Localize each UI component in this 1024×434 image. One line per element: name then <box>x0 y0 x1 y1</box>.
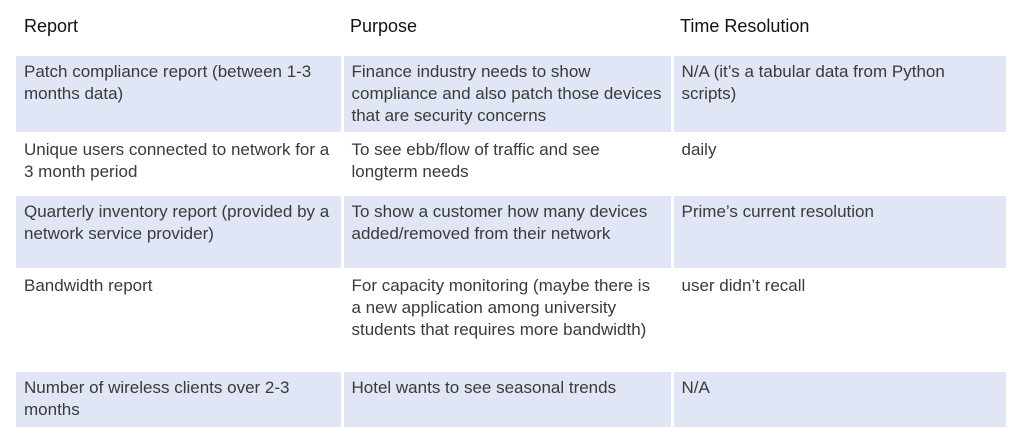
table-row: Quarterly inventory report (provided by … <box>16 194 1006 269</box>
cell-report: Quarterly inventory report (provided by … <box>16 194 342 269</box>
cell-report: Bandwidth report <box>16 268 342 371</box>
cell-report: Patch compliance report (between 1-3 mon… <box>16 54 342 133</box>
header-purpose: Purpose <box>350 16 418 36</box>
cell-resolution: N/A (it’s a tabular data from Python scr… <box>670 54 1006 133</box>
cell-report: Unique users connected to network for a … <box>16 132 342 195</box>
table-header-row: Report Purpose Time Resolution <box>16 10 1006 55</box>
cell-purpose: Finance industry needs to show complianc… <box>340 54 672 133</box>
cell-resolution: daily <box>670 132 1006 195</box>
cell-purpose: To show a customer how many devices adde… <box>340 194 672 269</box>
cell-resolution: N/A <box>670 370 1006 427</box>
cell-resolution: Prime’s current resolution <box>670 194 1006 269</box>
header-report: Report <box>24 16 79 36</box>
table-row: Patch compliance report (between 1-3 mon… <box>16 54 1006 133</box>
cell-report: Number of wireless clients over 2-3 mont… <box>16 370 342 427</box>
cell-purpose: To see ebb/flow of traffic and see longt… <box>340 132 672 195</box>
header-time-resolution: Time Resolution <box>680 16 810 36</box>
table-row: Number of wireless clients over 2-3 mont… <box>16 370 1006 427</box>
cell-purpose: For capacity monitoring (maybe there is … <box>340 268 672 371</box>
table-row: Unique users connected to network for a … <box>16 132 1006 195</box>
reports-table: Report Purpose Time Resolution Patch com… <box>16 10 1006 427</box>
table-row: Bandwidth report For capacity monitoring… <box>16 268 1006 371</box>
cell-purpose: Hotel wants to see seasonal trends <box>340 370 672 427</box>
cell-resolution: user didn’t recall <box>670 268 1006 371</box>
